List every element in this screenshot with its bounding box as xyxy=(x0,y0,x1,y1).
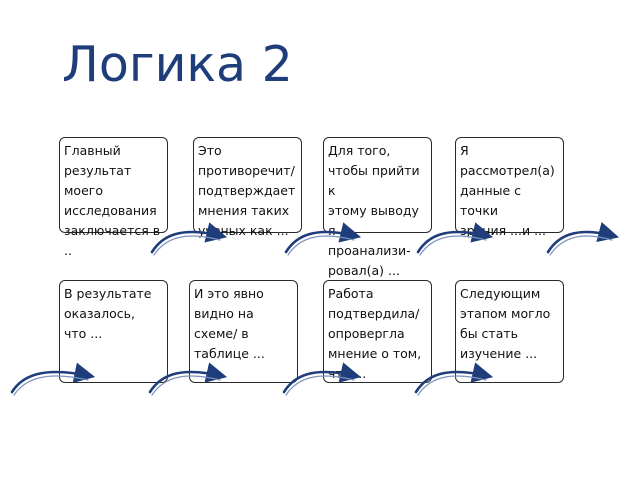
logic-box-3-text: Для того, чтобы прийти к этому выводу я … xyxy=(328,143,420,278)
logic-box-1: Главный результат моего исследования зак… xyxy=(59,137,168,258)
curved-arrow-8 xyxy=(414,362,494,396)
curved-arrow-2 xyxy=(284,222,362,256)
logic-box-1-text: Главный результат моего исследования зак… xyxy=(64,143,161,258)
logic-box-7: Работа подтвердила/ опровергла мнение о … xyxy=(323,280,432,383)
logic-box-6: И это явно видно на схеме/ в таблице ... xyxy=(189,280,298,383)
curved-arrow-5 xyxy=(10,362,96,396)
curved-arrow-4 xyxy=(546,221,620,256)
curved-arrow-6 xyxy=(148,362,228,396)
logic-box-7-text: Работа подтвердила/ опровергла мнение о … xyxy=(328,286,422,381)
slide-title: Логика 2 xyxy=(62,36,293,93)
logic-box-5-text: В результате оказалось, что ... xyxy=(64,286,152,341)
logic-box-5: В результате оказалось, что ... xyxy=(59,280,168,383)
curved-arrow-7 xyxy=(282,362,362,396)
logic-box-3: Для того, чтобы прийти к этому выводу я … xyxy=(323,137,432,278)
logic-box-6-text: И это явно видно на схеме/ в таблице ... xyxy=(194,286,265,361)
curved-arrow-1 xyxy=(150,222,228,256)
logic-box-4-text: Я рассмотрел(а) данные с точки зрения ..… xyxy=(460,143,555,238)
curved-arrow-3 xyxy=(416,222,494,256)
logic-box-4: Я рассмотрел(а) данные с точки зрения ..… xyxy=(455,137,564,238)
logic-box-8-text: Следующим этапом могло бы стать изучение… xyxy=(460,286,551,361)
